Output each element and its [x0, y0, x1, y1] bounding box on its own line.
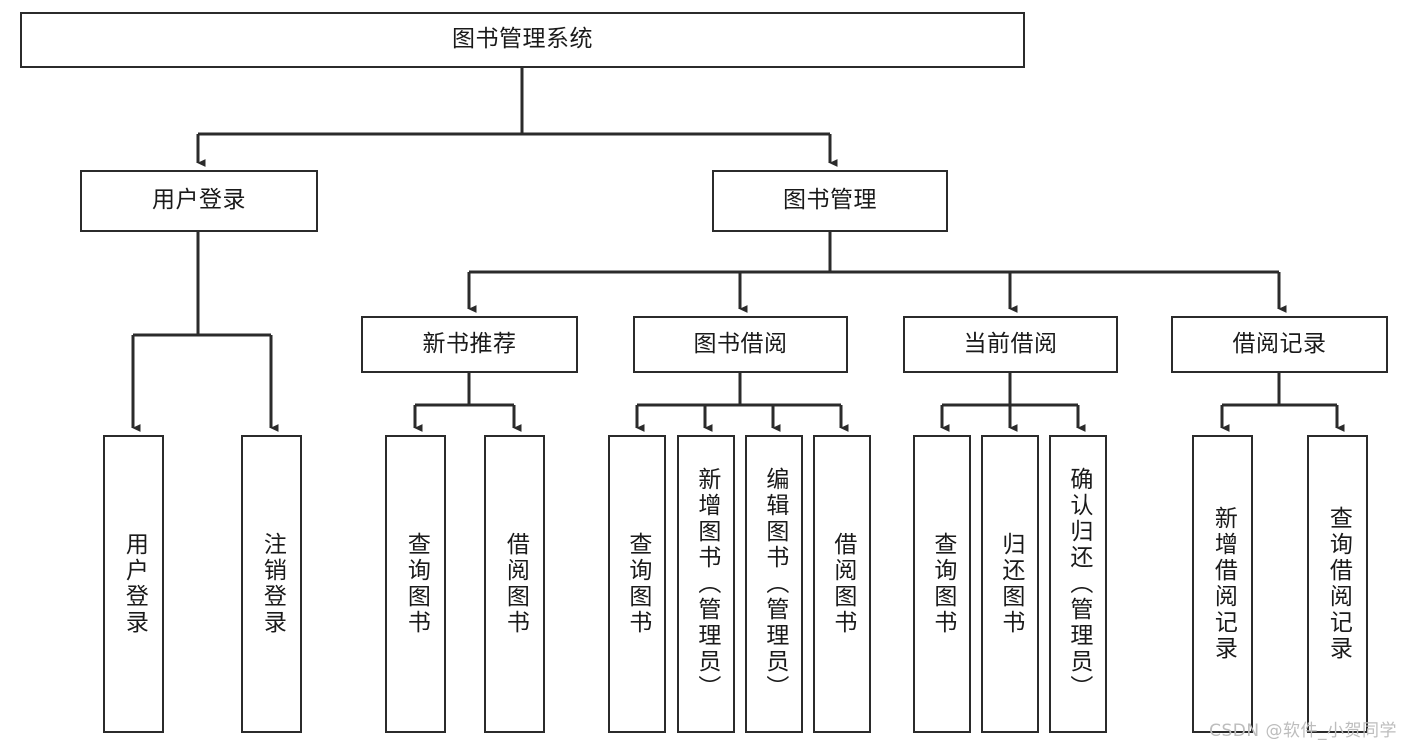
node-label: 查询借阅记录 — [1325, 506, 1352, 662]
node-label: 新书推荐 — [422, 330, 517, 357]
csdn-watermark: CSDN @软件_小贺同学 — [1209, 721, 1397, 741]
node-user-login[interactable]: 用户登录 — [80, 170, 318, 232]
node-book-borrow[interactable]: 图书借阅 — [633, 316, 848, 373]
node-label: 归还图书 — [997, 532, 1024, 636]
node-label: 注销登录 — [259, 532, 286, 636]
node-label: 借阅记录 — [1232, 330, 1327, 357]
leaf-current-return-book[interactable]: 归还图书 — [981, 435, 1039, 733]
leaf-borrow-add-book[interactable]: 新增图书（管理员） — [677, 435, 735, 733]
node-label: 图书管理系统 — [452, 26, 593, 53]
leaf-new-book-borrow[interactable]: 借阅图书 — [484, 435, 545, 733]
leaf-record-add[interactable]: 新增借阅记录 — [1192, 435, 1253, 733]
leaf-current-confirm-return[interactable]: 确认归还（管理员） — [1049, 435, 1107, 733]
node-label: 借阅图书 — [502, 532, 529, 636]
node-label: 借阅图书 — [829, 532, 856, 636]
leaf-record-query[interactable]: 查询借阅记录 — [1307, 435, 1368, 733]
node-label: 新增图书（管理员） — [693, 467, 720, 701]
node-label: 确认归还（管理员） — [1065, 467, 1092, 701]
node-label: 图书管理 — [783, 187, 877, 214]
node-book-management[interactable]: 图书管理 — [712, 170, 948, 232]
node-label: 图书借阅 — [693, 330, 788, 357]
node-label: 新增借阅记录 — [1210, 506, 1237, 662]
leaf-user-login-signout[interactable]: 注销登录 — [241, 435, 302, 733]
leaf-borrow-edit-book[interactable]: 编辑图书（管理员） — [745, 435, 803, 733]
node-new-book-recommend[interactable]: 新书推荐 — [361, 316, 578, 373]
node-label: 用户登录 — [121, 532, 148, 636]
node-label: 查询图书 — [624, 532, 651, 636]
node-label: 查询图书 — [403, 532, 430, 636]
node-label: 查询图书 — [929, 532, 956, 636]
leaf-current-query-book[interactable]: 查询图书 — [913, 435, 971, 733]
node-label: 当前借阅 — [963, 330, 1058, 357]
node-label: 用户登录 — [152, 187, 246, 214]
node-borrow-records[interactable]: 借阅记录 — [1171, 316, 1388, 373]
leaf-new-book-query[interactable]: 查询图书 — [385, 435, 446, 733]
leaf-borrow-query-book[interactable]: 查询图书 — [608, 435, 666, 733]
node-label: 编辑图书（管理员） — [761, 467, 788, 701]
node-root-system[interactable]: 图书管理系统 — [20, 12, 1025, 68]
node-current-borrow[interactable]: 当前借阅 — [903, 316, 1118, 373]
leaf-borrow-borrow-book[interactable]: 借阅图书 — [813, 435, 871, 733]
leaf-user-login-signin[interactable]: 用户登录 — [103, 435, 164, 733]
